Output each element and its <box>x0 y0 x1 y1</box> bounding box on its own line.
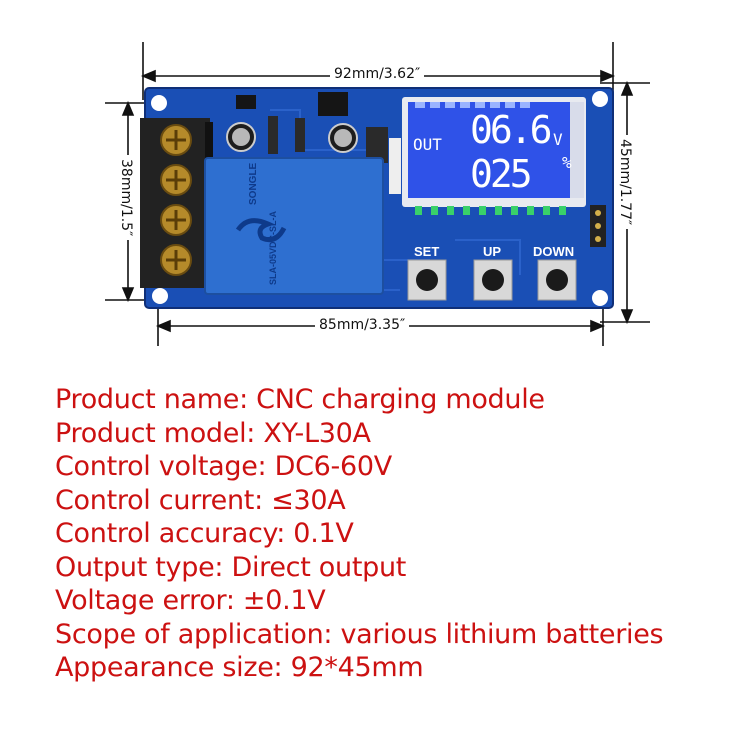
diode <box>295 118 305 152</box>
spec-product-name: Product name: CNC charging module <box>55 384 545 415</box>
relay-model: SLA-05VDC-SL-A <box>268 210 278 285</box>
led-row <box>415 206 566 215</box>
lcd-voltage-unit: V <box>553 130 563 149</box>
down-button-body <box>537 259 577 301</box>
terminal-block <box>140 118 213 288</box>
left-dimension-label: 38mm/1.5″ <box>118 155 134 241</box>
mount-hole <box>151 95 167 111</box>
lcd-display <box>402 97 586 207</box>
relay-brand: SONGLE <box>248 162 259 205</box>
spec-appearance-size: Appearance size: 92*45mm <box>55 652 424 683</box>
capacitor <box>226 122 256 152</box>
up-button-body <box>473 259 513 301</box>
lcd-percent-unit: % <box>562 153 572 172</box>
spec-control-voltage: Control voltage: DC6-60V <box>55 451 392 482</box>
spec-list: Product name: CNC charging module Produc… <box>55 383 735 685</box>
spec-voltage-error: Voltage error: ±0.1V <box>55 585 326 616</box>
dimension-diagram <box>105 42 650 346</box>
set-button-label: SET <box>414 244 440 259</box>
relay <box>204 157 384 295</box>
pin-header <box>590 205 606 247</box>
spec-output-type: Output type: Direct output <box>55 551 407 583</box>
ic-chip <box>318 92 348 116</box>
spec-control-current: Control current: ≤30A <box>55 484 346 516</box>
spec-product-model: Product model: XY-L30A <box>55 417 371 449</box>
set-button-body <box>407 259 447 301</box>
lcd-out-label: OUT <box>413 135 442 154</box>
lcd-voltage: 06.6 <box>470 108 552 152</box>
bottom-dimension-label: 85mm/3.35″ <box>315 317 410 333</box>
top-dimension-label: 92mm/3.62″ <box>330 66 425 82</box>
product-photo: 92mm/3.62″ 85mm/3.35″ 38mm/1.5″ 45mm/1.7… <box>0 0 750 360</box>
ic-chip <box>236 95 256 109</box>
pin-header <box>389 138 401 194</box>
mount-hole <box>592 91 608 107</box>
mount-hole <box>592 290 608 306</box>
lcd-percent: 025 <box>470 152 533 196</box>
down-button-label: DOWN <box>533 244 575 259</box>
inductor <box>366 127 388 163</box>
capacitor <box>328 123 358 153</box>
spec-control-accuracy: Control accuracy: 0.1V <box>55 518 354 549</box>
spec-scope-of-application: Scope of application: various lithium ba… <box>55 618 664 650</box>
right-dimension-label: 45mm/1.77″ <box>617 135 633 230</box>
diode <box>268 116 278 154</box>
mount-hole <box>152 288 168 304</box>
up-button-label: UP <box>483 244 502 259</box>
